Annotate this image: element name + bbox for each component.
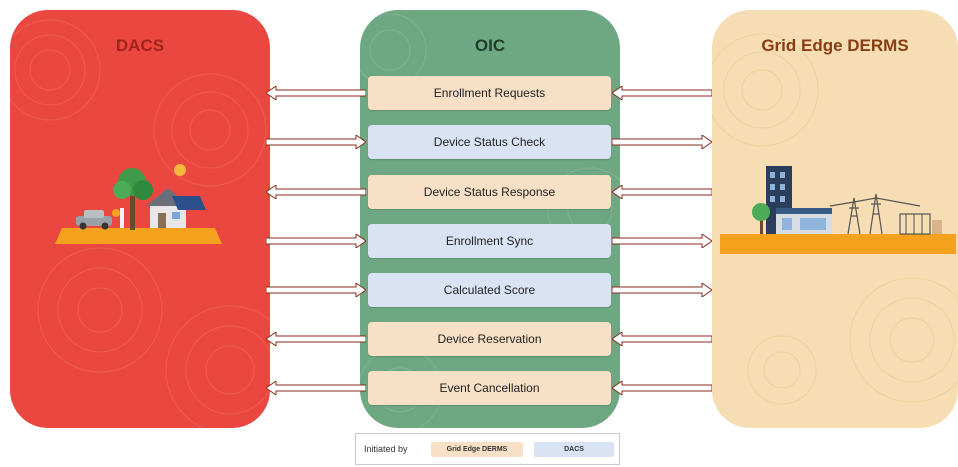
left-arrow — [612, 332, 712, 346]
step-label: Enrollment Requests — [433, 86, 546, 100]
right-arrow — [612, 135, 712, 149]
step-label: Calculated Score — [443, 283, 536, 297]
left-arrow — [266, 185, 366, 199]
step-label: Device Reservation — [437, 332, 542, 346]
right-arrow — [266, 234, 366, 248]
legend-derms-label: Grid Edge DERMS — [446, 446, 508, 453]
legend-dacs-label: DACS — [564, 446, 584, 453]
right-arrow — [612, 234, 712, 248]
step-device-reservation: Device Reservation — [368, 322, 611, 356]
step-label: Enrollment Sync — [445, 234, 534, 248]
step-label: Device Status Check — [433, 135, 546, 149]
left-arrow — [266, 86, 366, 100]
dacs-title: DACS — [115, 36, 165, 55]
dacs-panel: DACS — [10, 10, 270, 428]
legend-derms-chip: Grid Edge DERMS — [431, 442, 523, 457]
legend-label: Initiated by — [364, 444, 408, 454]
oic-title: OIC — [474, 36, 506, 55]
left-arrow — [612, 86, 712, 100]
step-enrollment-requests: Enrollment Requests — [368, 76, 611, 110]
step-device-status-response: Device Status Response — [368, 175, 611, 209]
house-solar-ev-illustration — [55, 164, 222, 244]
step-label: Event Cancellation — [439, 381, 540, 395]
city-grid-illustration — [720, 166, 956, 254]
left-arrow — [266, 332, 366, 346]
left-arrow — [266, 381, 366, 395]
legend: Initiated by Grid Edge DERMS DACS — [355, 433, 620, 465]
right-arrow — [612, 283, 712, 297]
legend-dacs-chip: DACS — [534, 442, 614, 457]
panel-texture — [10, 19, 270, 428]
right-arrow — [266, 283, 366, 297]
step-event-cancellation: Event Cancellation — [368, 371, 611, 405]
derms-title: Grid Edge DERMS — [761, 36, 909, 55]
panel-texture — [712, 33, 958, 405]
step-enrollment-sync: Enrollment Sync — [368, 224, 611, 258]
step-label: Device Status Response — [423, 185, 556, 199]
step-device-status-check: Device Status Check — [368, 125, 611, 159]
right-arrow — [266, 135, 366, 149]
step-calculated-score: Calculated Score — [368, 273, 611, 307]
left-arrow — [612, 185, 712, 199]
left-arrow — [612, 381, 712, 395]
derms-panel: Grid Edge DERMS — [712, 10, 958, 428]
